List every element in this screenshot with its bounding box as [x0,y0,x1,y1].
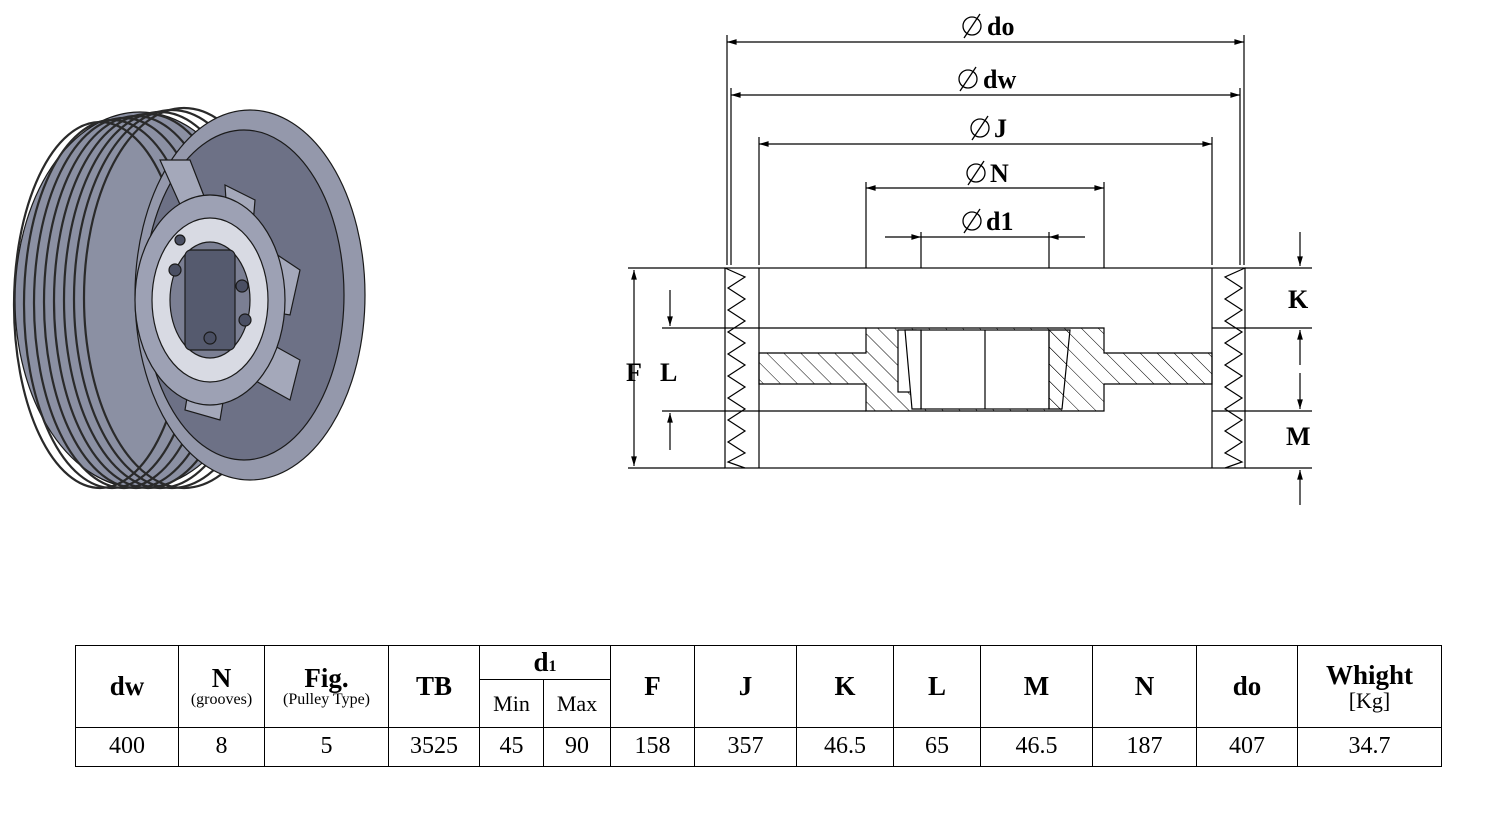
table-header-row: dw N (grooves) Fig. (Pulley Type) TB d1 … [75,644,1442,728]
label-j: J [994,114,1007,143]
cell-n: 187 [1092,726,1197,768]
dim-j-label: J [970,114,1007,143]
cell-k: 46.5 [796,726,894,768]
label-do: do [987,12,1014,41]
cell-d1-min: 45 [479,726,544,768]
table-subheader-row: Min Max [76,679,1442,728]
table-row: 400 8 5 3525 45 90 158 357 46.5 65 46.5 … [75,726,1442,768]
header-j: J [694,645,797,728]
dim-n-label: N [966,159,1009,188]
header-n: N [1092,645,1197,728]
label-f: F [626,358,642,387]
cell-do: 407 [1196,726,1298,768]
header-weight: Whight [Kg] [1297,645,1442,728]
cell-f: 158 [610,726,695,768]
header-k: K [796,645,894,728]
label-l: L [660,358,677,387]
cell-l: 65 [893,726,981,768]
label-m: M [1286,422,1311,451]
header-dw: dw [75,645,179,728]
header-n-grooves: N (grooves) [178,645,265,728]
label-n: N [990,159,1009,188]
cell-m: 46.5 [980,726,1093,768]
label-k: K [1288,285,1309,314]
dim-do-label: do [962,12,1014,41]
cell-j: 357 [694,726,797,768]
cell-d1-max: 90 [543,726,611,768]
cell-fig: 5 [264,726,389,768]
header-d1-min: Min [479,679,544,728]
label-dw: dw [983,65,1016,94]
pulley-body [12,106,366,490]
header-l: L [893,645,981,728]
header-do: do [1196,645,1298,728]
header-fig: Fig. (Pulley Type) [264,645,389,728]
pulley-3d-illustration [12,106,366,490]
cell-n-grooves: 8 [178,726,265,768]
cell-dw: 400 [75,726,179,768]
header-d1: d1 [479,644,611,681]
cell-tb: 3525 [388,726,480,768]
header-d1-max: Max [543,679,611,728]
dim-dw-label: dw [958,65,1016,94]
label-d1: d1 [986,207,1013,236]
header-f: F [610,645,695,728]
cell-weight: 34.7 [1297,726,1442,768]
pulley-spec-table: dw N (grooves) Fig. (Pulley Type) TB d1 … [75,644,1442,768]
header-m: M [980,645,1093,728]
cross-section-drawing: do dw J N d1 F L K M [626,12,1312,505]
dim-d1-label: d1 [962,207,1013,236]
header-tb: TB [388,645,480,728]
